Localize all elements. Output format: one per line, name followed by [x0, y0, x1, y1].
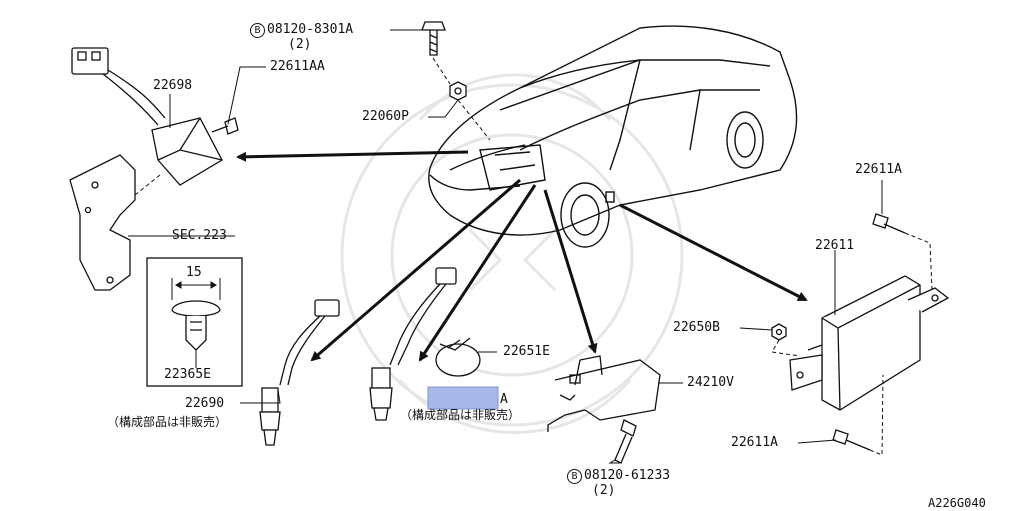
- section-ref-label: SEC.223: [172, 228, 227, 243]
- screw-right-bottom-icon: [832, 429, 871, 451]
- nut-right-label: 22650B: [673, 320, 720, 335]
- bolt-bottom-number: 08120-61233: [584, 468, 671, 483]
- bolt-top-circle: B: [250, 23, 265, 38]
- ecu-icon: [789, 275, 950, 411]
- ecu-label: 22611: [815, 238, 855, 253]
- bolt-bottom-qty: (2): [592, 483, 616, 498]
- note-left: （構成部品は非販売）: [107, 415, 228, 429]
- bolt-top-qty: (2): [288, 37, 312, 52]
- clip-label: 22365E: [164, 367, 211, 382]
- bolt-bottom-icon: [614, 419, 637, 464]
- o2-sensor-left-icon: [259, 299, 340, 446]
- screw-left-icon: [211, 117, 239, 135]
- cap-label: 22651E: [503, 344, 550, 359]
- o2-sensor-mid-suffix: A: [500, 392, 508, 407]
- bolt-top-icon: [421, 21, 446, 56]
- cap-icon: [435, 337, 481, 377]
- clip-dim-label: 15: [186, 265, 202, 280]
- o2-sensor-mid-icon: [369, 267, 457, 421]
- bolt-bottom-circle: B: [567, 469, 582, 484]
- bracket-label: 24210V: [687, 375, 734, 390]
- bracket-sec223-icon: [69, 154, 136, 291]
- clip-detail-box: [146, 257, 243, 387]
- bracket-24210v-icon: [547, 355, 661, 432]
- sensor-module-label: 22698: [153, 78, 193, 93]
- screw-right-top-icon: [872, 213, 906, 234]
- o2-sensor-left-label: 22690: [185, 396, 225, 411]
- watermark-emblem: [340, 73, 684, 434]
- note-mid: （構成部品は非販売）: [400, 408, 521, 422]
- screw-left-label: 22611AA: [270, 59, 325, 74]
- part-number-redacted: [427, 386, 499, 410]
- leader-lines: [128, 29, 883, 464]
- arrows: [236, 150, 808, 362]
- nut-right-icon: [771, 323, 787, 341]
- screw-right-top-label: 22611A: [855, 162, 902, 177]
- screw-right-bottom-label: 22611A: [731, 435, 778, 450]
- nut-top-label: 22060P: [362, 109, 409, 124]
- bolt-top-number: 08120-8301A: [267, 22, 354, 37]
- diagram-code: A226G040: [928, 496, 986, 510]
- nut-top-icon: [449, 81, 467, 101]
- clip-icon: [171, 300, 221, 351]
- car-outline: [428, 25, 798, 248]
- sensor-module-icon: [71, 47, 223, 186]
- clip-dimension: [171, 278, 221, 300]
